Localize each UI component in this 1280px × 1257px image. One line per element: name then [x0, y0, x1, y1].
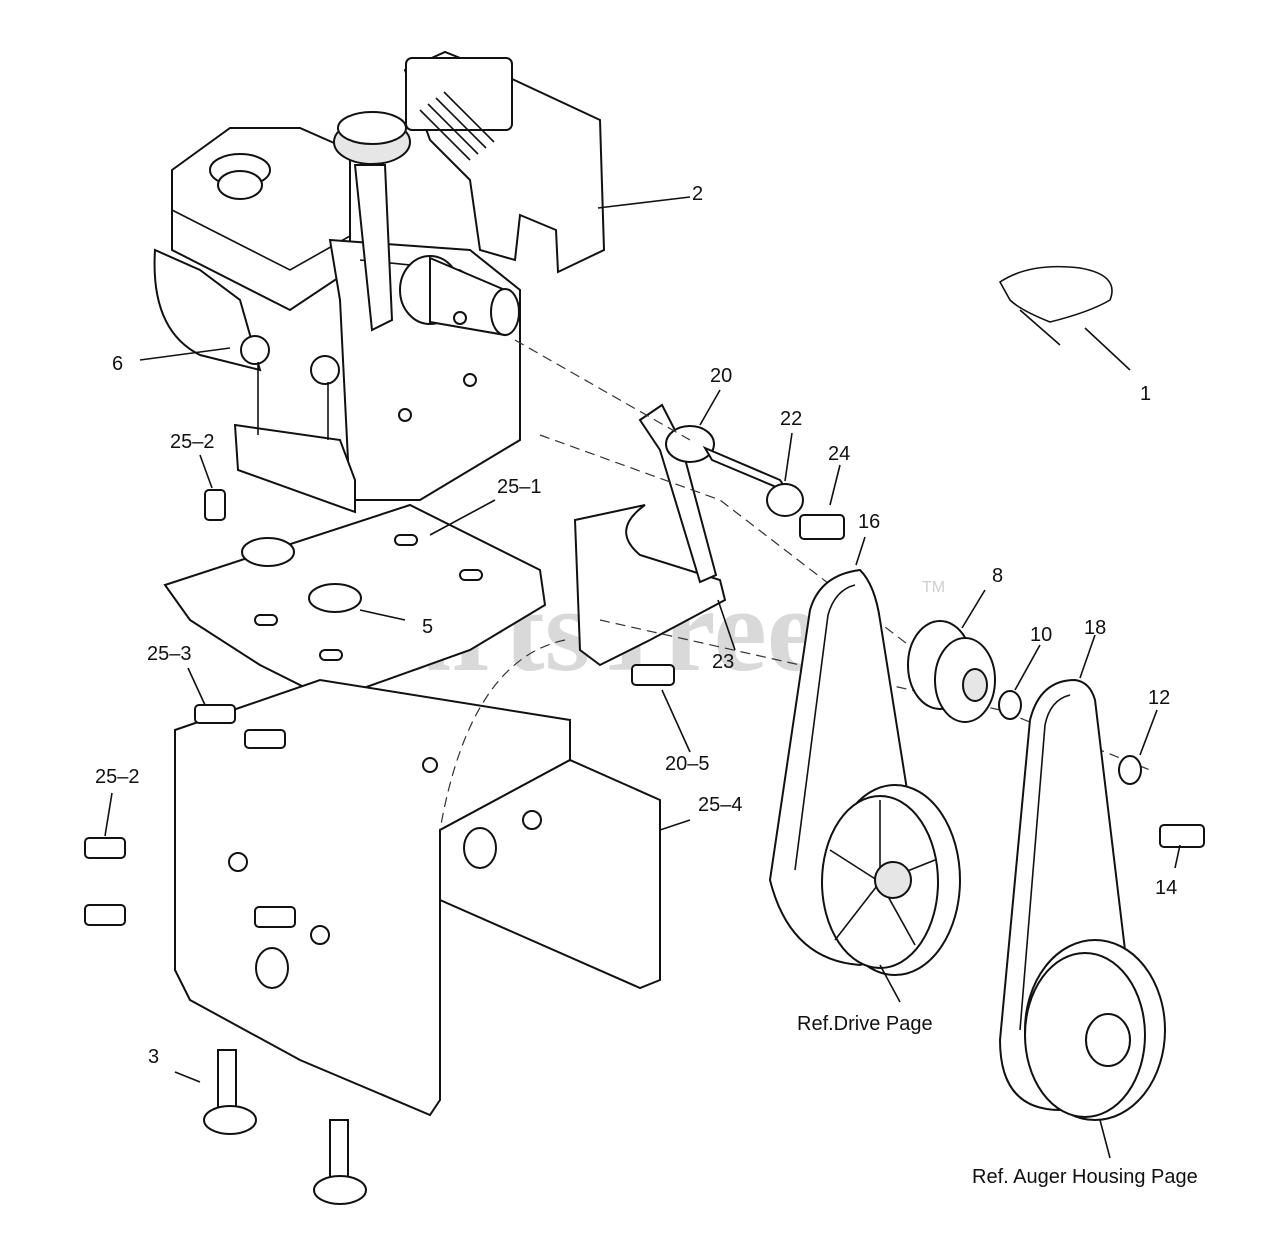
- callout-2: 2: [692, 183, 703, 205]
- callout-25-2-top: 25–2: [170, 431, 215, 453]
- pulleys-drawing: [768, 265, 1205, 1121]
- callout-14: 14: [1155, 877, 1177, 899]
- callout-20: 20: [710, 365, 732, 387]
- callout-8: 8: [992, 565, 1003, 587]
- callout-20-5: 20–5: [665, 753, 710, 775]
- callout-12: 12: [1148, 687, 1170, 709]
- callout-16: 16: [858, 511, 880, 533]
- callout-25-3: 25–3: [147, 643, 192, 665]
- bracket-drawing: [573, 403, 845, 686]
- callout-5: 5: [422, 616, 433, 638]
- engine-drawing: [153, 50, 606, 514]
- callout-3: 3: [148, 1046, 159, 1068]
- ref-auger-housing-page: Ref. Auger Housing Page: [972, 1166, 1198, 1188]
- watermark-tm: TM: [922, 579, 945, 596]
- callout-25-2-bottom: 25–2: [95, 766, 140, 788]
- callout-25-1: 25–1: [497, 476, 542, 498]
- leader-lines: [104, 196, 1181, 1159]
- callout-18: 18: [1084, 617, 1106, 639]
- callout-24: 24: [828, 443, 850, 465]
- callout-23: 23: [712, 651, 734, 673]
- ref-drive-page: Ref.Drive Page: [797, 1013, 933, 1035]
- callout-22: 22: [780, 408, 802, 430]
- callout-25-4: 25–4: [698, 794, 743, 816]
- frame-drawing: [84, 489, 661, 1205]
- callout-6: 6: [112, 353, 123, 375]
- callout-10: 10: [1030, 624, 1052, 646]
- callout-1: 1: [1140, 383, 1151, 405]
